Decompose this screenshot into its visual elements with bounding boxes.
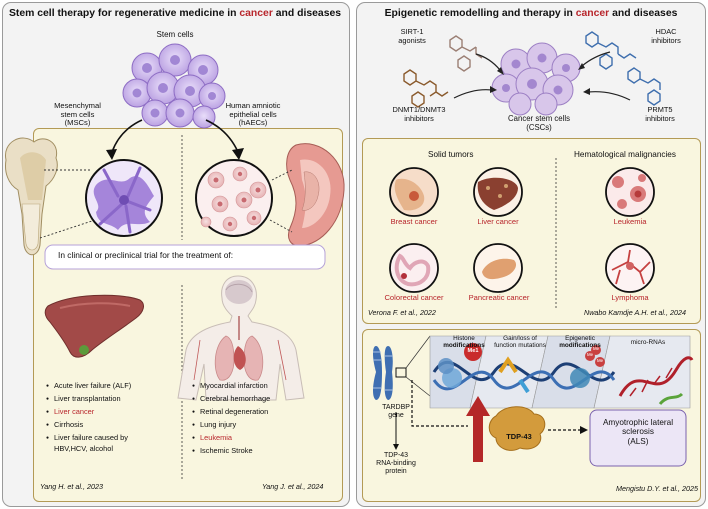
left-illustration [5,43,345,480]
liver-cancer-label: Liver cancer [477,217,519,226]
breast-cancer-label: Breast cancer [390,217,438,226]
right-panel-title: Epigenetic remodelling and therapy in ca… [384,8,678,19]
pancreatic-cancer-label: Pancreatic cancer [468,293,530,302]
me1-badge: Me1 [467,348,479,354]
list-item: Ischemic Stroke [192,446,253,455]
cancer-stem-cell-cluster [491,42,581,116]
stem-cells-label: Stem cells [156,30,194,39]
tumors-box [362,138,701,324]
list-item-continued: HBV,HCV, alcohol [54,444,114,453]
leukemia-icon [605,167,655,217]
list-item: Myocardial infarction [192,381,268,390]
trial-banner: In clinical or preclinical trial for the… [58,250,234,260]
microrna-label: micro-RNAs [630,339,666,346]
list-item: Cerebral hemorrhage [192,394,270,403]
right-illustration [373,31,694,467]
hematological-heading: Hematological malignancies [574,150,676,159]
leukemia-label: Leukemia [613,217,647,226]
epigenetic-strip [429,335,694,409]
me-badge: Me [596,358,604,363]
tdp43-protein-icon [488,406,546,451]
citation-yang-j: Yang J. et al., 2024 [262,482,324,491]
list-item: Liver transplantation [46,394,121,403]
msc-circle-illustration [85,159,163,237]
csc-label: Cancer stem cells(CSCs) [508,114,570,132]
me-badge: Me [592,346,600,351]
tdp43-blob-label: TDP-43 [506,432,532,441]
list-item: Lung injury [192,420,236,429]
haec-circle-illustration [195,159,273,237]
citation-nwabo: Nwabo Kamdje A.H. et al., 2024 [584,308,687,317]
lymphoma-label: Lymphoma [611,293,649,302]
left-panel-title: Stem cell therapy for regenerative medic… [8,8,342,19]
list-item: Cirrhosis [46,420,83,429]
solid-tumors-heading: Solid tumors [428,150,474,159]
me-badge: Me [586,352,594,357]
colorectal-cancer-label: Colorectal cancer [384,293,444,302]
uterus-illustration [286,143,345,247]
liver-illustration [44,294,144,358]
bone-illustration [5,137,58,256]
hdac-molecule-icon [585,31,637,70]
citation-mengistu: Mengistu D.Y. et al., 2025 [616,484,699,493]
citation-yang-h: Yang H. et al., 2023 [40,482,103,491]
citation-verona: Verona F. et al., 2022 [368,308,436,317]
list-item: Retinal degeneration [192,407,268,416]
dnmt-molecule-icon [403,69,449,108]
list-item: Leukemia [192,433,232,442]
chromosome-icon [373,346,393,400]
list-item: Acute liver failure (ALF) [46,381,131,390]
list-item: Liver cancer [46,407,94,416]
list-item: Liver failure caused by [46,433,128,442]
sirt1-molecule-icon [449,35,483,72]
prmt5-molecule-icon [627,67,661,106]
